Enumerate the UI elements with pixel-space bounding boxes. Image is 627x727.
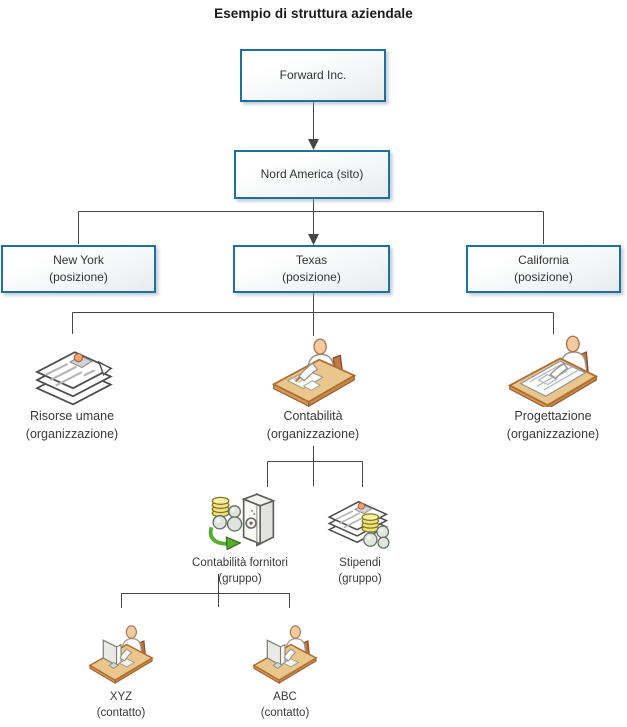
node-label: Texas xyxy=(295,253,328,267)
label-risorse-umane: Risorse umane (organizzazione) xyxy=(0,407,158,443)
label-line1: Risorse umane xyxy=(29,409,115,423)
resume-stack-icon xyxy=(27,336,119,408)
node-label: Forward Inc. xyxy=(279,68,347,82)
label-line1: Stipendi xyxy=(339,557,381,569)
node-california: California (posizione) xyxy=(466,245,621,293)
node-label: New York xyxy=(53,253,104,267)
connector xyxy=(78,199,544,244)
label-line1: ABC xyxy=(273,691,297,703)
papers-coins-icon xyxy=(320,490,402,552)
node-new-york: New York (posizione) xyxy=(1,245,156,293)
node-forward-inc: Forward Inc. xyxy=(240,49,386,102)
node-label: Nord America (sito) xyxy=(260,167,364,181)
connector xyxy=(72,293,554,336)
label-stipendi: Stipendi (gruppo) xyxy=(274,556,446,587)
node-nord-america: Nord America (sito) xyxy=(234,150,390,199)
label-xyz: XYZ (contatto) xyxy=(61,690,181,721)
node-sublabel: (posizione) xyxy=(514,270,573,284)
label-line2: (gruppo) xyxy=(338,572,382,585)
person-computer-icon xyxy=(84,623,158,687)
arrow-down-icon xyxy=(308,139,319,150)
person-at-desk-icon xyxy=(268,337,360,407)
arrow-down-icon xyxy=(308,234,319,245)
label-abc: ABC (contatto) xyxy=(225,690,345,721)
label-contabilita-fornitori: Contabilità fornitori (gruppo) xyxy=(154,556,326,587)
label-progettazione: Progettazione (organizzazione) xyxy=(467,407,627,443)
label-line1: XYZ xyxy=(109,691,133,703)
label-contabilita: Contabilità (organizzazione) xyxy=(227,407,399,443)
label-line2: (organizzazione) xyxy=(266,427,360,441)
label-line2: (gruppo) xyxy=(218,572,262,585)
safe-coins-icon xyxy=(196,486,288,552)
connector xyxy=(267,446,363,487)
label-line2: (contatto) xyxy=(260,706,310,719)
label-line1: Progettazione xyxy=(514,409,592,423)
node-sublabel: (posizione) xyxy=(282,270,341,284)
drafting-table-icon xyxy=(505,335,601,407)
label-line1: Contabilità xyxy=(283,409,343,423)
person-computer-icon xyxy=(248,623,322,687)
node-texas: Texas (posizione) xyxy=(233,245,390,293)
label-line1: Contabilità fornitori xyxy=(192,557,288,569)
node-label: California xyxy=(518,253,569,267)
label-line2: (contatto) xyxy=(96,706,146,719)
label-line2: (organizzazione) xyxy=(506,427,600,441)
label-line2: (organizzazione) xyxy=(25,427,119,441)
chart-title: Esempio di struttura aziendale xyxy=(214,6,413,21)
node-sublabel: (posizione) xyxy=(49,270,108,284)
